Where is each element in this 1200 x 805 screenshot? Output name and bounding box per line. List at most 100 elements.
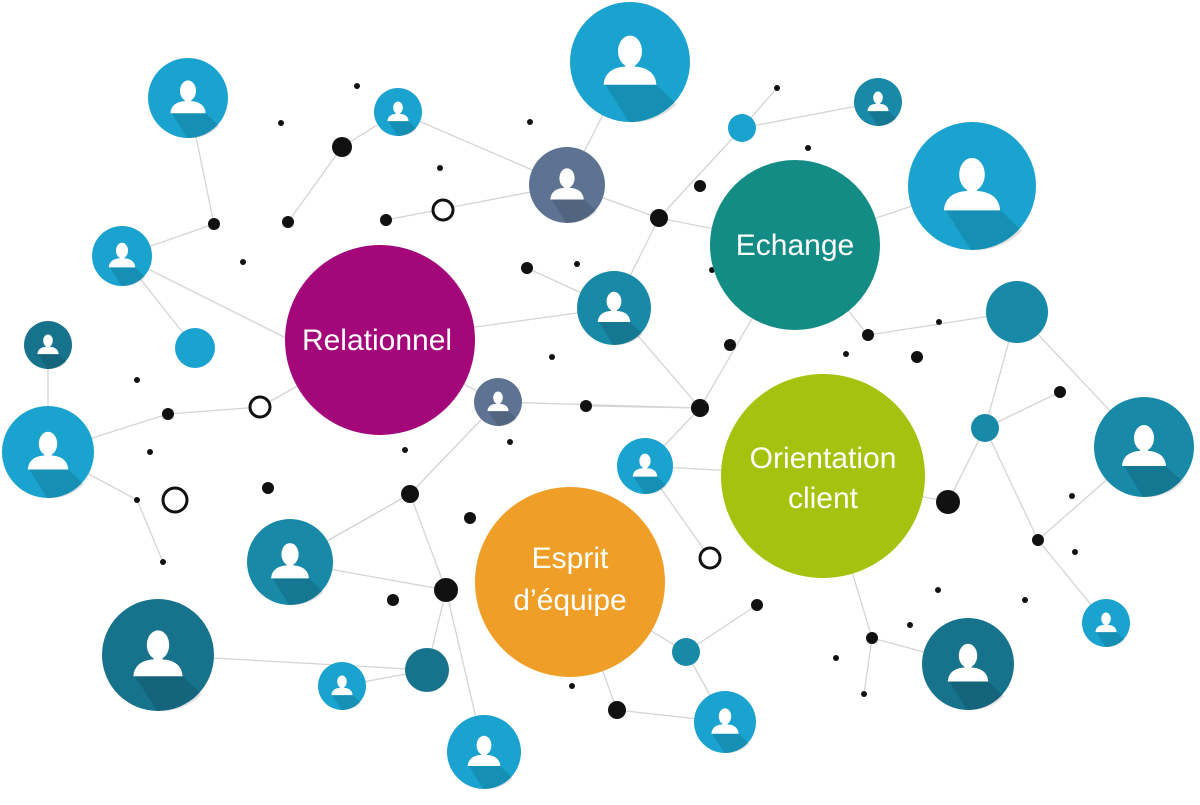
person-node xyxy=(694,691,756,754)
person-silhouette-icon xyxy=(170,80,206,114)
network-ring xyxy=(698,546,722,570)
person-silhouette-icon xyxy=(632,453,658,477)
network-dot xyxy=(774,85,780,91)
network-dot xyxy=(936,319,942,325)
network-dot xyxy=(437,165,443,171)
network-dot xyxy=(1054,386,1066,398)
network-dot xyxy=(1072,549,1078,555)
network-node-circle xyxy=(175,328,215,368)
network-dot xyxy=(608,701,626,719)
connection-line xyxy=(167,406,261,415)
person-silhouette-icon xyxy=(711,708,739,734)
network-dot xyxy=(380,214,392,226)
network-dot xyxy=(262,482,274,494)
network-dot xyxy=(278,120,284,126)
person-node xyxy=(854,78,902,127)
connection-line xyxy=(685,604,758,653)
network-dot xyxy=(862,329,874,341)
person-node xyxy=(318,662,366,711)
network-dot xyxy=(464,512,476,524)
network-dot xyxy=(866,632,878,644)
network-dot xyxy=(569,683,575,689)
person-node xyxy=(529,147,605,224)
person-node xyxy=(617,438,673,495)
network-dot xyxy=(549,354,555,360)
person-node xyxy=(474,378,522,427)
network-dots xyxy=(134,83,1078,719)
network-dot xyxy=(387,594,399,606)
connection-line xyxy=(863,637,873,695)
person-nodes xyxy=(2,2,1194,790)
network-dot xyxy=(574,261,580,267)
connection-line xyxy=(984,427,1039,541)
network-dot xyxy=(527,119,533,125)
network-dot xyxy=(691,399,709,417)
network-dot xyxy=(147,449,153,455)
person-silhouette-icon xyxy=(27,431,69,470)
network-dot xyxy=(935,587,941,593)
network-dot xyxy=(580,400,592,412)
network-dot xyxy=(434,578,458,602)
person-node xyxy=(92,226,152,287)
network-dot xyxy=(861,691,867,697)
person-node xyxy=(2,406,94,499)
hub-orientation-client-label-2: client xyxy=(788,482,859,515)
network-ring xyxy=(431,198,455,222)
hub-esprit-equipe: Esprit d’équipe xyxy=(475,487,665,677)
hub-echange-label: Echange xyxy=(736,229,854,262)
hub-orientation-client: Orientation client xyxy=(721,374,925,578)
person-node xyxy=(1094,397,1194,498)
connection-line xyxy=(136,499,164,563)
hub-relationnel-label: Relationnel xyxy=(302,324,452,357)
network-dot xyxy=(843,351,849,357)
network-dot xyxy=(332,137,352,157)
network-dot xyxy=(1022,597,1028,603)
network-dot xyxy=(694,180,706,192)
person-silhouette-icon xyxy=(271,543,309,579)
network-dot xyxy=(911,351,923,363)
network-dot xyxy=(134,497,140,503)
person-silhouette-icon xyxy=(37,334,59,355)
person-silhouette-icon xyxy=(1122,425,1166,466)
person-silhouette-icon xyxy=(1095,612,1117,633)
network-node-circle xyxy=(672,638,700,666)
hub-orientation-client-label-1: Orientation xyxy=(750,442,897,475)
person-silhouette-icon xyxy=(943,157,1001,211)
network-dot xyxy=(401,485,419,503)
person-node xyxy=(570,2,690,123)
network-dot xyxy=(208,218,220,230)
person-silhouette-icon xyxy=(387,101,409,122)
hub-esprit-equipe-label-2: d’équipe xyxy=(513,584,626,617)
person-silhouette-icon xyxy=(108,242,136,268)
person-node xyxy=(1082,599,1130,648)
person-silhouette-icon xyxy=(331,675,353,696)
network-dot xyxy=(521,262,533,274)
network-dot xyxy=(833,655,839,661)
person-node xyxy=(24,321,72,370)
person-node xyxy=(447,715,521,790)
connection-line xyxy=(409,493,447,591)
network-dot xyxy=(1069,493,1075,499)
network-dot xyxy=(402,447,408,453)
network-node-circle xyxy=(971,414,999,442)
person-silhouette-icon xyxy=(603,35,657,85)
person-silhouette-icon xyxy=(133,630,183,677)
network-node-circle xyxy=(405,648,449,692)
connection-line xyxy=(287,146,343,223)
person-node xyxy=(374,88,422,137)
person-silhouette-icon xyxy=(867,91,889,112)
network-dot xyxy=(354,83,360,89)
connection-line xyxy=(658,127,743,219)
network-dot xyxy=(240,259,246,265)
person-node xyxy=(908,122,1036,251)
network-ring xyxy=(248,395,272,419)
connection-line xyxy=(585,405,701,409)
person-node xyxy=(577,271,651,346)
person-silhouette-icon xyxy=(467,735,501,767)
hub-echange: Echange xyxy=(710,160,880,330)
hub-relationnel: Relationnel xyxy=(285,245,475,435)
person-node xyxy=(102,599,214,712)
person-node xyxy=(247,519,333,606)
person-silhouette-icon xyxy=(550,168,584,200)
